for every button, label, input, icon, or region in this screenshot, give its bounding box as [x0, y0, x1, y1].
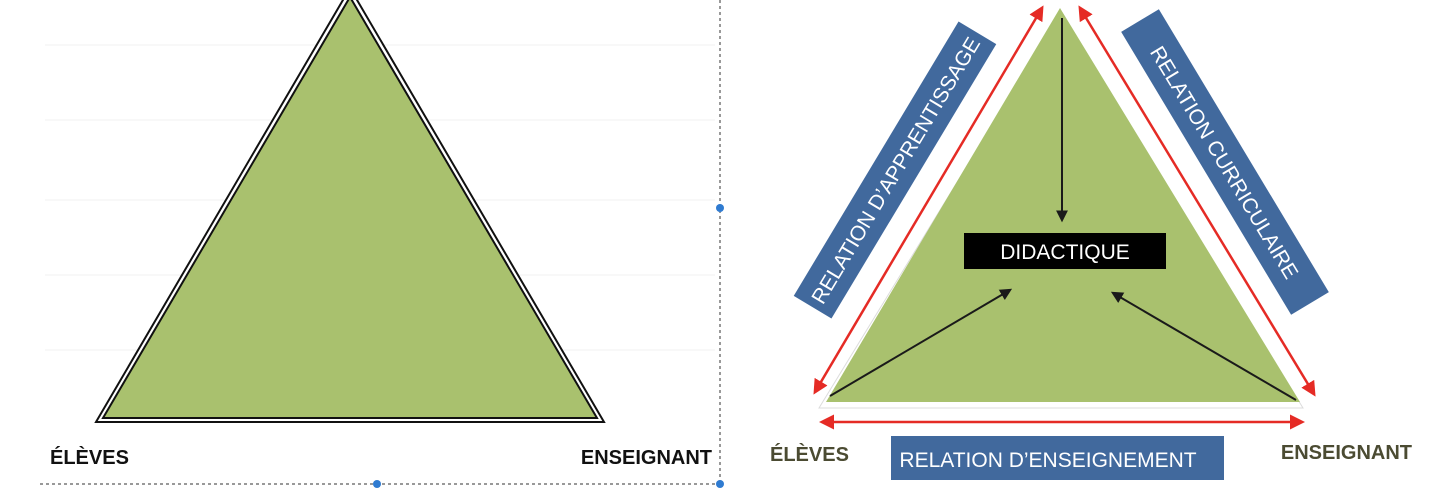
- right-label-eleves: ÉLÈVES: [770, 443, 849, 466]
- didactique-box: [964, 233, 1166, 269]
- right-label-enseignant: ENSEIGNANT: [1281, 442, 1412, 464]
- black-arrow-from-enseignant: [1110, 291, 1297, 401]
- black-arrow-from-eleves: [829, 288, 1013, 397]
- left-panel: ÉLÈVES ENSEIGNANT: [40, 0, 724, 488]
- selection-handle-right[interactable]: [716, 204, 724, 212]
- relation-enseignement-box: [891, 436, 1224, 480]
- didactique-label: DIDACTIQUE: [1000, 241, 1130, 264]
- selection-handle-bottom[interactable]: [373, 480, 381, 488]
- left-triangle: [101, 0, 599, 419]
- red-arrow-left-edge: [813, 5, 1044, 395]
- relation-apprentissage-box: [793, 21, 997, 319]
- red-arrow-right-edge: [1078, 5, 1316, 397]
- right-panel: DIDACTIQUE RELATION D’APPRENTISSAGE RELA…: [770, 5, 1412, 480]
- relation-enseignement-label: RELATION D’ENSEIGNEMENT: [899, 449, 1196, 472]
- relation-curriculaire-box: [1121, 9, 1329, 315]
- left-label-enseignant: ENSEIGNANT: [581, 447, 712, 469]
- left-label-eleves: ÉLÈVES: [50, 446, 129, 469]
- selection-handle-corner[interactable]: [716, 480, 724, 488]
